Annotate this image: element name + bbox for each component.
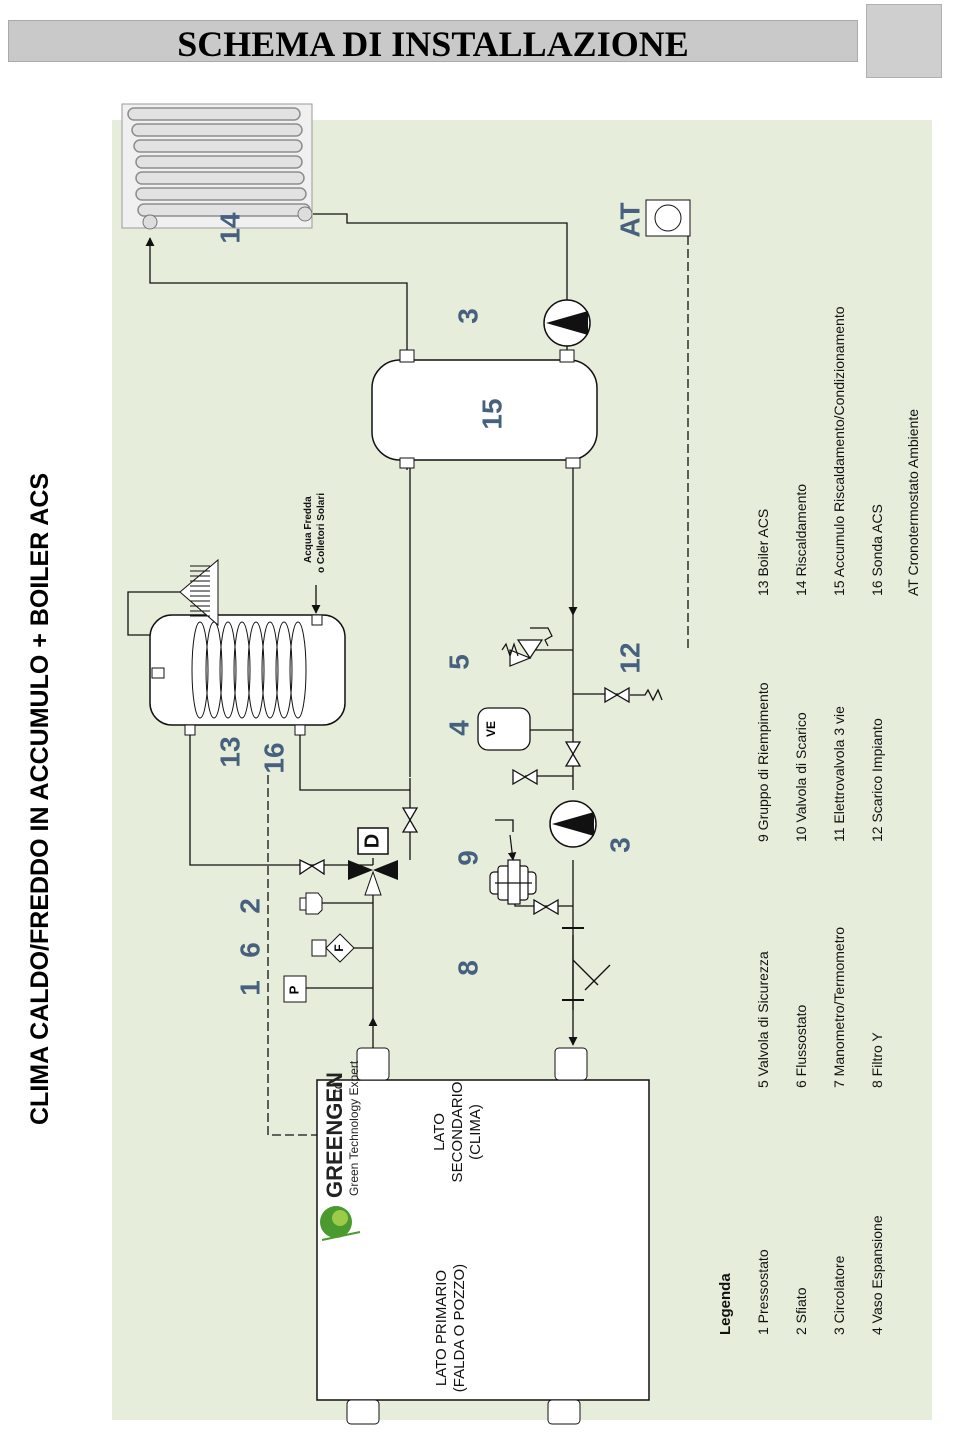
brand-suffix: Ltd: [330, 1082, 345, 1100]
boiler-acs-symbol: [149, 614, 346, 736]
number-5: 5: [443, 654, 474, 670]
flow-switch-symbol: F: [311, 933, 355, 963]
fill-group-symbol: [489, 834, 537, 905]
pressostat-letter: P: [286, 985, 301, 994]
legend-item: 10 Valvola di Scarico: [793, 712, 809, 842]
number-15: 15: [476, 398, 507, 429]
circulator-pump-lower: [549, 800, 597, 848]
cold-water-label-line1: Acqua Fredda: [303, 496, 314, 563]
drain-hose-icon: [630, 688, 663, 702]
number-2: 2: [234, 898, 265, 914]
number-13: 13: [214, 736, 245, 767]
number-3-lower: 3: [604, 837, 635, 853]
solar-collector-symbol: [179, 558, 219, 627]
component-numbers: 1 6 2 8 9 3 4 5 12 13 16 15 3 14 AT: [214, 202, 645, 995]
number-6: 6: [234, 942, 265, 958]
legend-item: 1 Pressostato: [755, 1249, 771, 1335]
legend-item: 7 Manometro/Termometro: [831, 927, 847, 1088]
brand-name: GREENGEN: [322, 1072, 347, 1198]
number-3-upper: 3: [452, 308, 483, 324]
diagram-title: CLIMA CALDO/FREDDO IN ACCUMULO + BOILER …: [26, 473, 54, 1125]
number-4: 4: [443, 720, 474, 736]
air-vent-symbol: [299, 892, 323, 915]
secondary-side-label-line3: (CLIMA): [467, 1104, 484, 1160]
legend-item: 13 Boiler ACS: [755, 509, 771, 596]
cold-water-label: Acqua Fredda o Colletori Solari: [303, 493, 327, 573]
three-way-letter: D: [361, 834, 383, 848]
legend-item: 2 Sfiato: [793, 1287, 809, 1335]
number-9: 9: [452, 850, 483, 866]
legend-item: 11 Elettrovalvola 3 vie: [831, 706, 847, 842]
room-thermostat-symbol: [645, 199, 691, 237]
legend-item: AT Cronotermostato Ambiente: [905, 409, 921, 596]
number-8: 8: [452, 960, 483, 976]
legend-item: 12 Scarico Impianto: [869, 718, 885, 842]
legend-item: 3 Circolatore: [831, 1255, 847, 1335]
three-way-valve-symbol: D: [348, 827, 398, 896]
safety-valve-symbol: [501, 627, 553, 667]
circulator-pump-upper: [543, 299, 591, 347]
storage-tank-symbol: [371, 349, 598, 469]
legend-item: 15 Accumulo Riscaldamento/Condizionament…: [831, 306, 847, 596]
side-labels: LATO PRIMARIO (FALDA O POZZO) LATO SECON…: [431, 1082, 484, 1393]
legend: Legenda 1 Pressostato 2 Sfiato 3 Circola…: [717, 306, 921, 1335]
primary-side-label-line1: LATO PRIMARIO: [433, 1270, 450, 1386]
legend-item: 5 Valvola di Sicurezza: [755, 951, 771, 1088]
number-14: 14: [214, 212, 245, 244]
legend-item: 4 Vaso Espansione: [869, 1215, 885, 1335]
expansion-vessel-letters: VE: [484, 721, 498, 737]
legend-item: 14 Riscaldamento: [793, 484, 809, 596]
pressostat-symbol: P: [283, 975, 307, 1003]
number-AT: AT: [614, 202, 645, 237]
legend-title: Legenda: [717, 1273, 734, 1335]
expansion-vessel-symbol: VE: [477, 707, 531, 751]
legend-item: 16 Sonda ACS: [869, 504, 885, 596]
number-1: 1: [234, 980, 265, 996]
greengen-logo: GREENGEN Ltd Green Technology Expert: [320, 1060, 361, 1241]
radiator-symbol: [121, 103, 313, 230]
page-title: SCHEMA DI INSTALLAZIONE: [177, 24, 689, 64]
flow-switch-letter: F: [332, 944, 346, 951]
secondary-side-label-line2: SECONDARIO: [449, 1082, 466, 1183]
legend-item: 8 Filtro Y: [869, 1032, 885, 1088]
number-12: 12: [614, 642, 645, 673]
corner-decoration: [866, 4, 942, 78]
number-16: 16: [258, 742, 289, 773]
heat-pump-unit: [316, 1047, 650, 1425]
secondary-side-label-line1: LATO: [431, 1113, 448, 1151]
brand-tagline: Green Technology Expert: [347, 1060, 361, 1196]
valve-symbols: [299, 686, 630, 916]
primary-side-label-line2: (FALDA O POZZO): [451, 1264, 468, 1392]
legend-item: 9 Gruppo di Riempimento: [755, 682, 771, 842]
cold-water-label-line2: o Colletori Solari: [316, 493, 327, 573]
title-bar: SCHEMA DI INSTALLAZIONE: [8, 20, 858, 64]
legend-item: 6 Flussostato: [793, 1005, 809, 1088]
y-filter-symbol: [562, 927, 584, 1001]
